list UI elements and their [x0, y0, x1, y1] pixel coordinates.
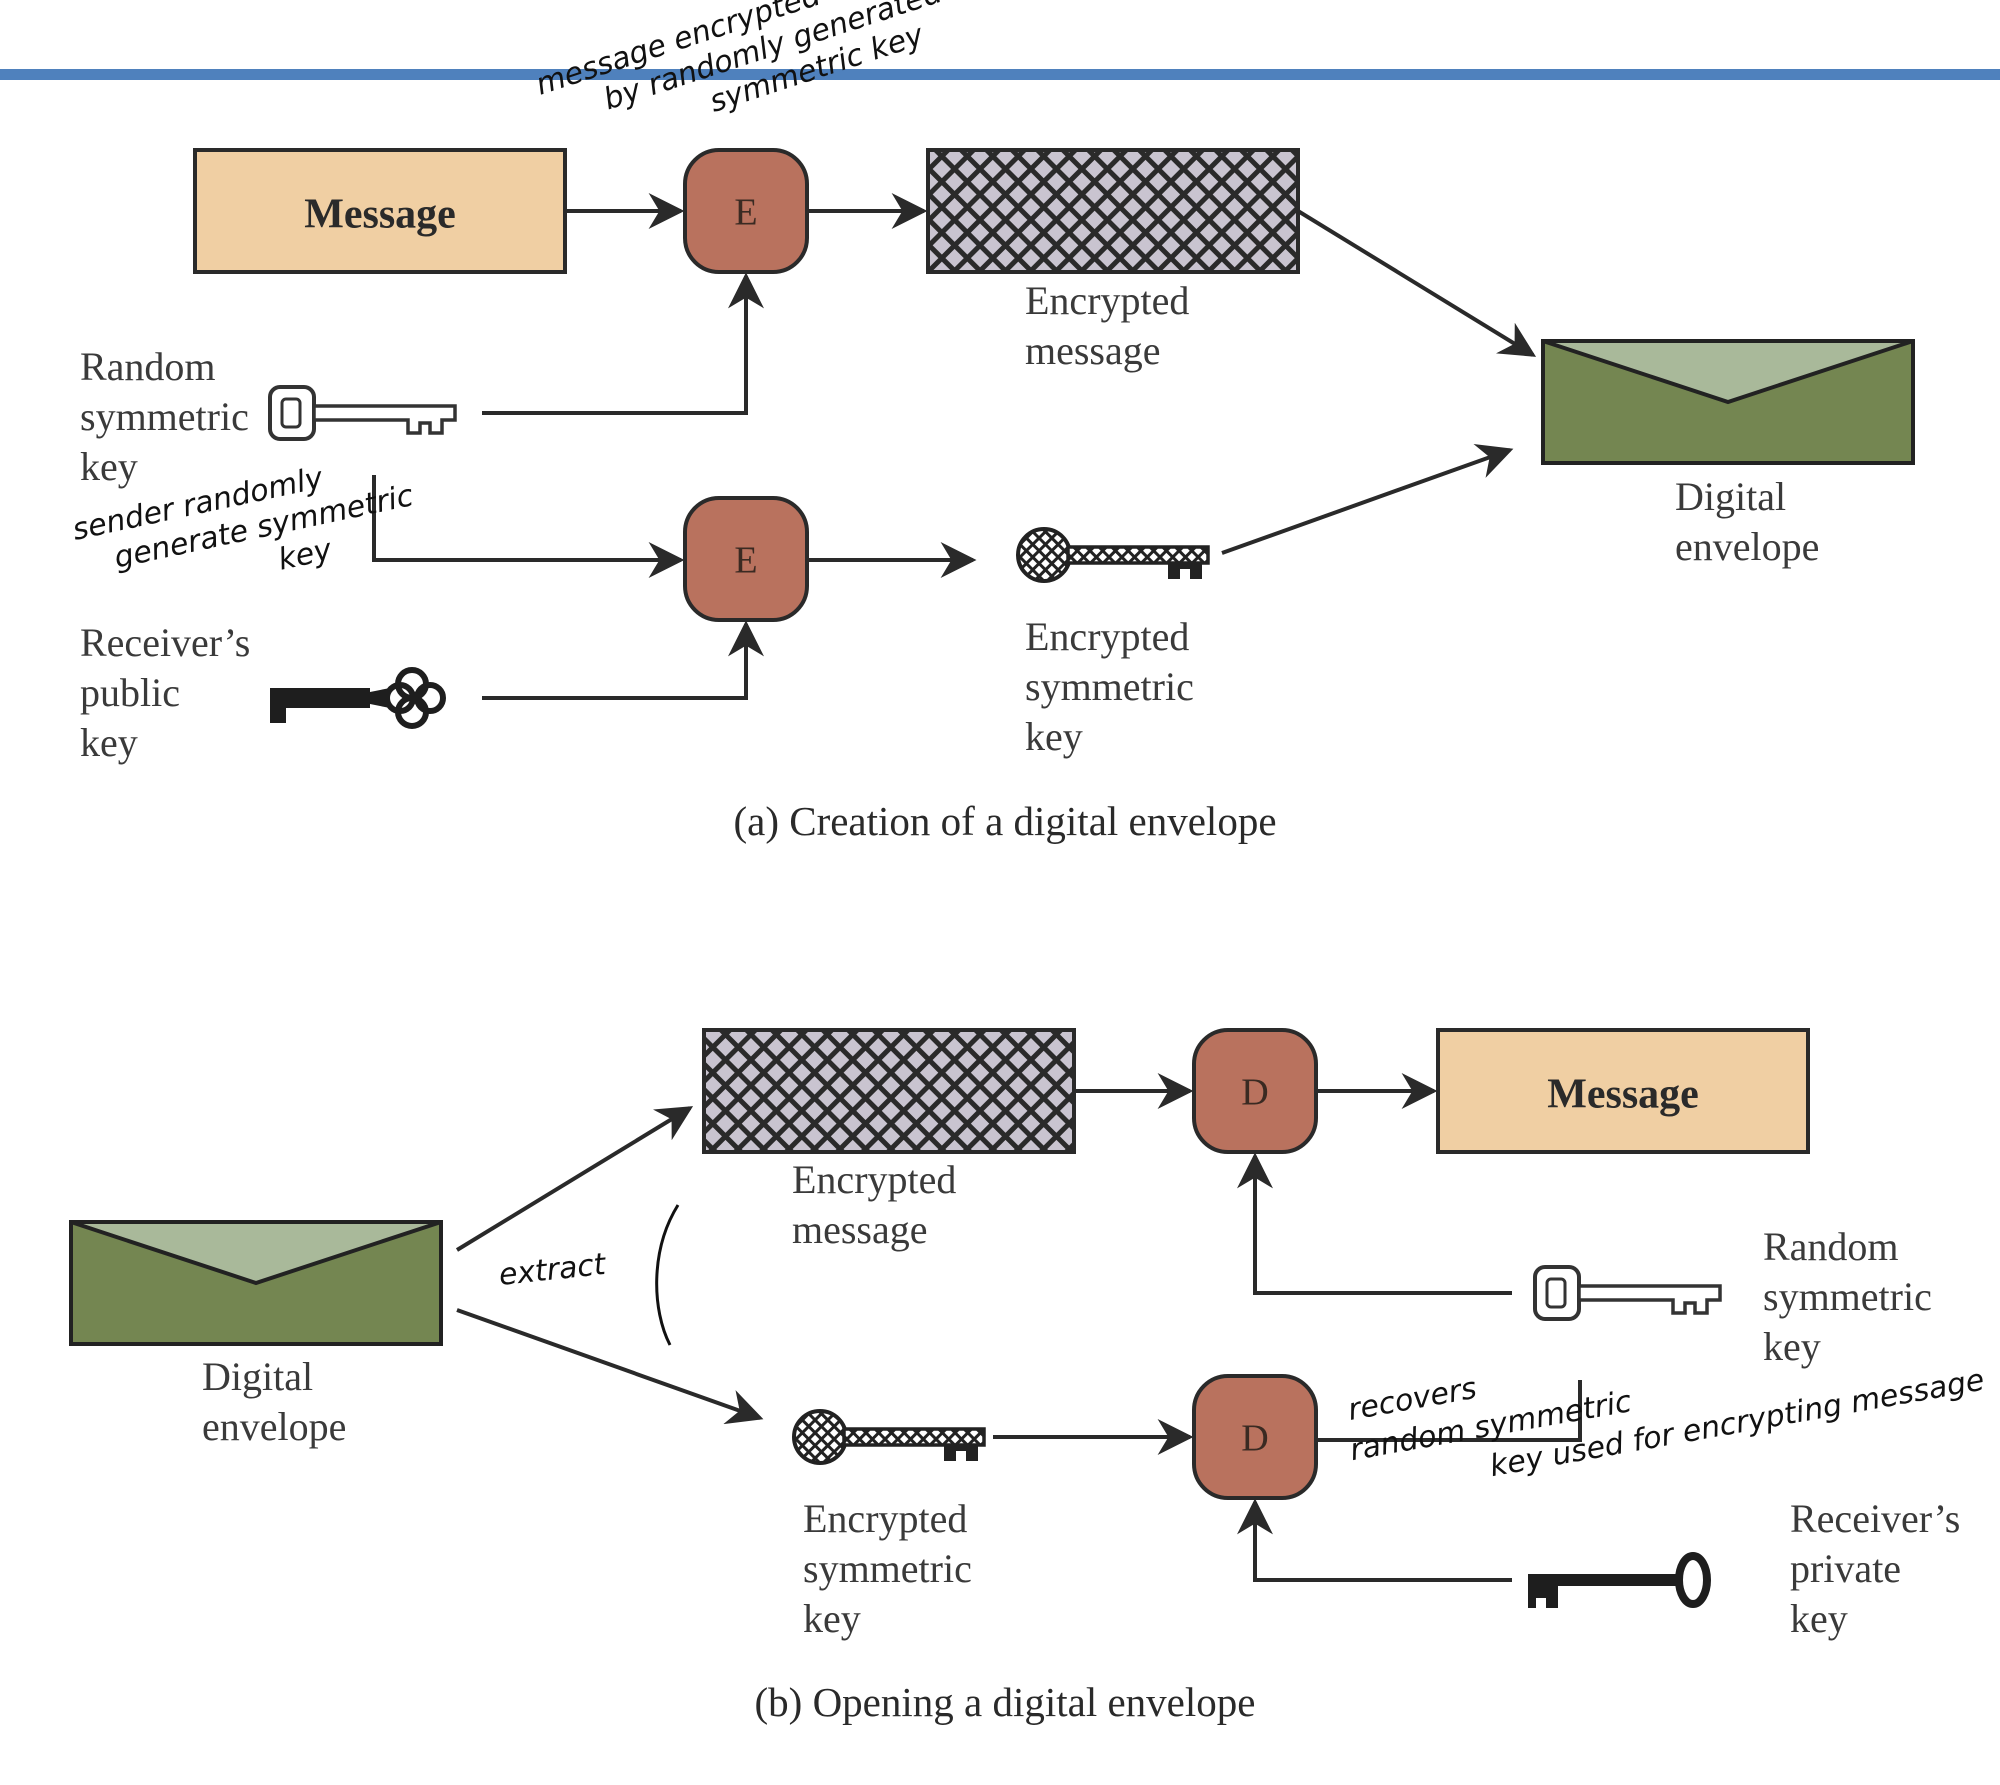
hatched-key-icon	[1016, 527, 1210, 583]
arrow-d2-recovered-key	[1316, 1380, 1582, 1442]
arrow-public-key-to-e2	[482, 620, 764, 700]
opening-digital-envelope-label: Digital envelope	[202, 1354, 346, 1449]
message-box-label: Message	[304, 192, 456, 238]
dark-ring-key-icon	[1528, 1556, 1707, 1608]
opening-encrypted-message-label: Encrypted message	[792, 1157, 966, 1252]
envelope-icon	[1541, 339, 1915, 465]
arrow-envelope-to-encrypted-message	[455, 1106, 694, 1252]
decrypt-operator-bottom-label: D	[1241, 1418, 1268, 1460]
top-note: message encrypted by randomly generated …	[532, 0, 967, 169]
top-rule	[0, 69, 2000, 80]
hatched-key-icon	[792, 1409, 986, 1465]
encrypt-operator-top-label: E	[734, 192, 757, 234]
opening-panel: Digital envelope Encrypted message D Mes…	[69, 1028, 1970, 1725]
decrypt-operator-top-label: D	[1241, 1072, 1268, 1114]
dark-ornate-key-icon	[270, 670, 443, 726]
opening-message-box-label: Message	[1547, 1072, 1699, 1118]
receiver-public-key-label: Receiver’s public key	[80, 620, 260, 765]
message-box	[193, 148, 567, 274]
arrow-key-to-envelope	[1221, 443, 1514, 555]
creation-panel: Message E Encrypted message Random symme…	[80, 148, 1915, 844]
extract-bracket	[655, 1204, 680, 1346]
skeleton-key-outline-icon	[1533, 1265, 1722, 1321]
arrow-private-key-to-d2	[1237, 1498, 1512, 1582]
encrypted-message-box	[926, 148, 1300, 274]
encrypt-operator-bottom-label: E	[734, 540, 757, 582]
extract-note: extract	[497, 1247, 608, 1293]
opening-random-symmetric-key-label: Random symmetric key	[1763, 1224, 1942, 1369]
opening-message-box	[1436, 1028, 1810, 1154]
arrow-envelope-to-encrypted-key	[456, 1308, 764, 1425]
encrypted-symmetric-key-label: Encrypted symmetric key	[1025, 614, 1204, 759]
encrypted-message-label: Encrypted message	[1025, 278, 1199, 373]
caption-b: (b) Opening a digital envelope	[755, 1679, 1256, 1725]
arrow-key-to-e	[482, 272, 764, 415]
envelope-icon	[69, 1220, 443, 1346]
caption-a: (a) Creation of a digital envelope	[733, 798, 1276, 844]
opening-encrypted-symmetric-key-label: Encrypted symmetric key	[803, 1496, 982, 1641]
arrow-key-to-e2	[372, 475, 685, 578]
arrow-encrypted-to-envelope	[1296, 209, 1537, 357]
opening-encrypted-message-box	[702, 1028, 1076, 1154]
arrow-random-key-to-d	[1237, 1152, 1512, 1295]
decrypt-operator-bottom	[1192, 1374, 1318, 1500]
receiver-private-key-label: Receiver’s private key	[1790, 1496, 1970, 1641]
skeleton-key-outline-icon	[268, 385, 457, 441]
digital-envelope-label: Digital envelope	[1675, 474, 1819, 569]
random-symmetric-key-label: Random symmetric key	[80, 344, 259, 489]
